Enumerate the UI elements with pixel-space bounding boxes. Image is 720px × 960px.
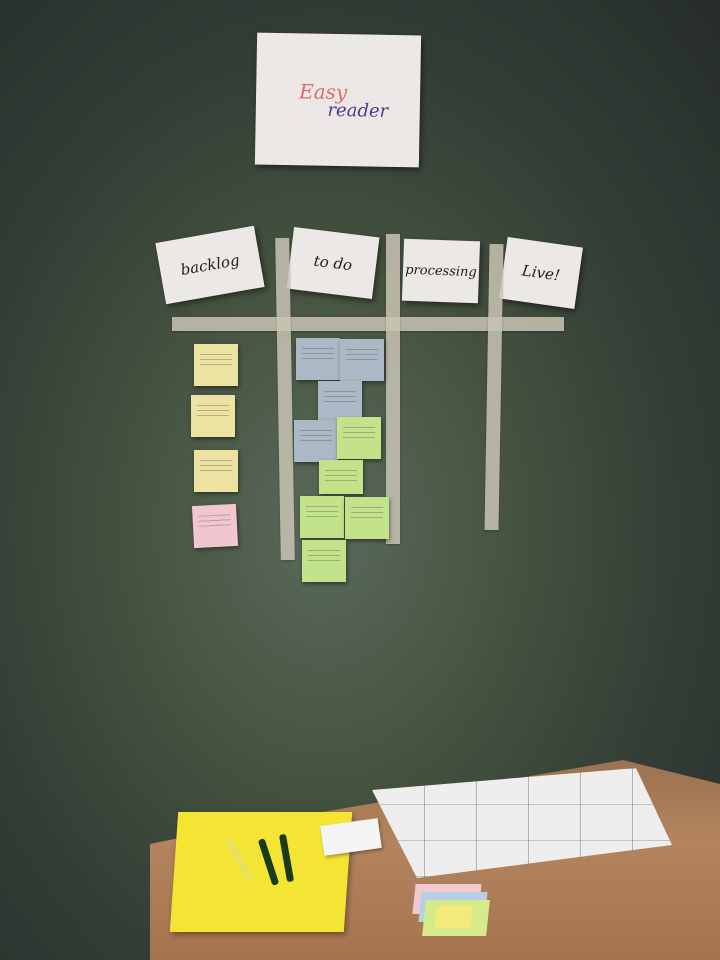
sticky-note (296, 338, 340, 380)
sticky-note (302, 540, 346, 582)
sticky-note (191, 503, 239, 549)
sticky-note (337, 417, 381, 459)
column-label-backlog: backlog (179, 250, 241, 280)
column-card-processing: processing (401, 238, 481, 304)
sticky-note (294, 420, 338, 462)
sticky-note (194, 344, 238, 386)
sticky-note-stack (434, 906, 474, 928)
column-label-live: Live! (520, 261, 562, 285)
title-card: Easy reader (254, 32, 422, 168)
sticky-note (319, 460, 363, 494)
sticky-note (345, 497, 389, 539)
sticky-note (191, 395, 235, 437)
column-card-live: Live! (499, 237, 583, 309)
sticky-note (340, 339, 384, 381)
tape-vertical-2 (386, 234, 400, 544)
column-card-todo: to do (286, 226, 380, 300)
sticky-note (300, 496, 344, 538)
title-line-2: reader (327, 99, 389, 122)
tape-horizontal (172, 317, 564, 331)
sticky-note (318, 381, 362, 423)
column-label-processing: processing (404, 262, 478, 280)
sticky-note (194, 450, 238, 492)
column-label-todo: to do (312, 251, 354, 275)
